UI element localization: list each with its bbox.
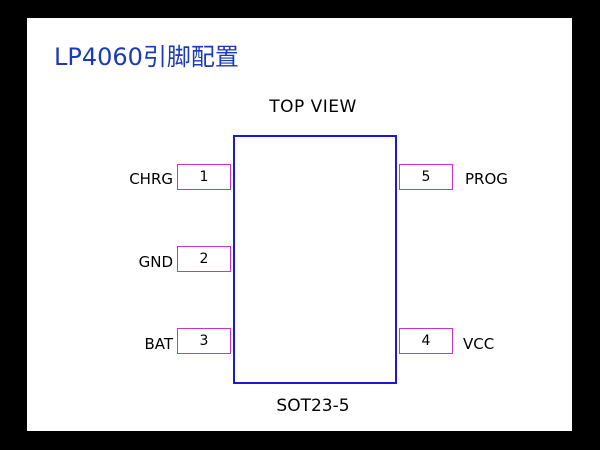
pin-name-prog: PROG: [465, 170, 508, 188]
pin-4: 4: [399, 328, 453, 354]
pin-3: 3: [177, 328, 231, 354]
view-label: TOP VIEW: [269, 97, 357, 117]
pin-1: 1: [177, 164, 231, 190]
pin-name-chrg: CHRG: [129, 170, 173, 188]
pin-2: 2: [177, 246, 231, 272]
diagram-slide: LP4060引脚配置 TOP VIEW CHRG 1 GND 2 BAT 3 5…: [27, 18, 572, 431]
chip-body: [233, 135, 397, 384]
page-title: LP4060引脚配置: [54, 43, 239, 71]
pin-name-gnd: GND: [138, 253, 173, 271]
pin-name-bat: BAT: [144, 335, 173, 353]
package-label: SOT23-5: [276, 396, 350, 416]
pin-name-vcc: VCC: [463, 335, 495, 353]
pin-5: 5: [399, 164, 453, 190]
